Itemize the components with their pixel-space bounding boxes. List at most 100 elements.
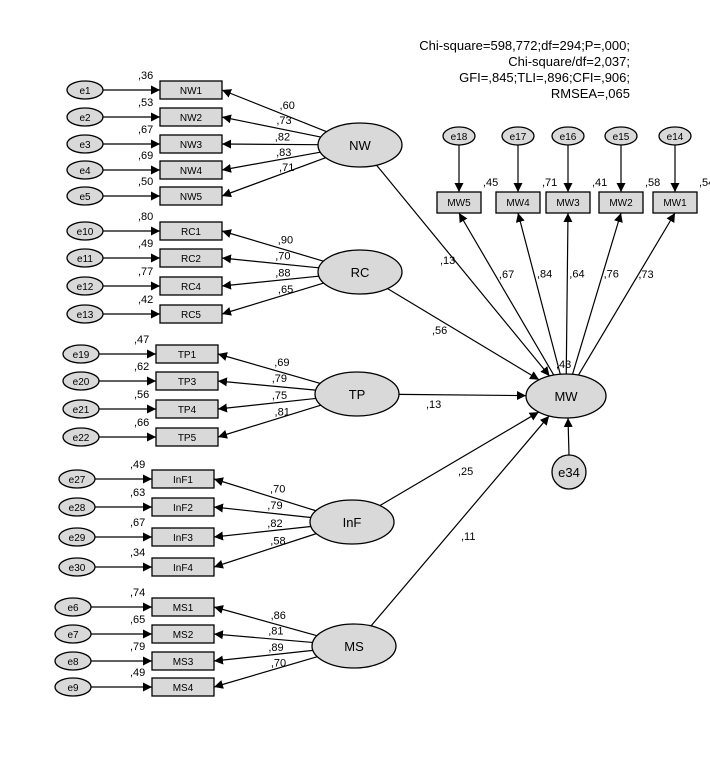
error-ellipse-tp-3 <box>62 399 100 419</box>
indicator-label-nw-5: NW5 <box>180 192 203 203</box>
loading-label-rc-3: ,88 <box>275 268 290 280</box>
indicator-box-ms-1 <box>151 597 215 617</box>
error-ellipse-nw-1 <box>66 80 104 100</box>
loading-arrow-inf-4 <box>213 533 317 569</box>
r-squared-ms-3: ,79 <box>130 641 145 653</box>
error-label-mw2: e15 <box>613 132 630 143</box>
error-ellipse-mw3 <box>551 126 585 146</box>
error-ellipse-inf-2 <box>58 497 96 517</box>
error-label-mw5: e18 <box>451 132 468 143</box>
error-label-rc-3: e12 <box>77 282 94 293</box>
error-label-nw-5: e5 <box>79 192 91 203</box>
error-label-ms-1: e6 <box>67 603 79 614</box>
indicator-box-inf-4 <box>151 557 215 577</box>
r-squared-rc-2: ,49 <box>138 238 153 250</box>
r-squared-tp-4: ,66 <box>134 417 149 429</box>
r-squared-tp-3: ,56 <box>134 389 149 401</box>
r-squared-mw2: ,58 <box>645 177 660 189</box>
indicator-box-rc-3 <box>159 276 223 296</box>
indicator-box-rc-2 <box>159 248 223 268</box>
r-squared-inf-1: ,49 <box>130 459 145 471</box>
indicator-label-nw-1: NW1 <box>180 86 203 97</box>
fit-stat-indices: GFI=,845;TLI=,896;CFI=,906; <box>459 70 630 85</box>
loading-arrow-rc-2 <box>221 254 319 269</box>
loading-label-ms-2: ,81 <box>268 626 283 638</box>
error-ellipse-tp-2 <box>62 371 100 391</box>
loading-label-rc-4: ,65 <box>278 284 293 296</box>
loading-arrow-rc-1 <box>221 229 324 262</box>
error-ellipse-mw2 <box>604 126 638 146</box>
error-ellipse-rc-1 <box>66 221 104 241</box>
error-label-mw1: e14 <box>667 132 684 143</box>
indicator-box-nw-4 <box>159 160 223 180</box>
indicator-box-nw-1 <box>159 80 223 100</box>
path-coef-inf-mw: ,25 <box>458 466 473 478</box>
loading-arrow-ms-1 <box>213 605 318 637</box>
disturbance-arrow-e34 <box>563 417 573 456</box>
loading-arrow-nw-2 <box>221 114 321 138</box>
indicator-box-mw3 <box>545 191 591 214</box>
path-arrow-nw-mw <box>376 164 551 377</box>
error-label-tp-4: e22 <box>73 433 90 444</box>
latent-label-rc: RC <box>351 265 370 280</box>
loading-arrow-mw5 <box>458 212 555 376</box>
indicator-box-rc-4 <box>159 304 223 324</box>
indicator-box-mw4 <box>495 191 541 214</box>
fit-stat-chi-square-df: Chi-square/df=2,037; <box>508 54 630 69</box>
indicator-label-rc-1: RC1 <box>181 227 201 238</box>
loading-label-nw-4: ,83 <box>276 147 291 159</box>
loading-arrow-tp-1 <box>217 352 321 384</box>
loading-label-rc-2: ,70 <box>275 250 290 262</box>
error-ellipse-ms-3 <box>54 651 92 671</box>
loading-label-ms-4: ,70 <box>271 657 286 669</box>
loading-label-tp-2: ,79 <box>272 373 287 385</box>
loading-arrow-tp-3 <box>217 397 316 413</box>
error-ellipse-ms-4 <box>54 677 92 697</box>
loading-arrow-mw3 <box>563 212 573 375</box>
indicator-box-ms-2 <box>151 624 215 644</box>
loading-label-tp-1: ,69 <box>274 357 289 369</box>
loading-arrow-nw-1 <box>221 89 327 133</box>
loading-label-inf-1: ,70 <box>270 483 285 495</box>
path-arrow-tp-mw <box>398 391 527 401</box>
path-coef-ms-mw: ,11 <box>461 531 475 543</box>
indicator-label-nw-3: NW3 <box>180 140 203 151</box>
r-squared-mw5: ,45 <box>483 177 498 189</box>
loading-label-ms-3: ,89 <box>268 642 283 654</box>
indicator-label-inf-1: InF1 <box>173 475 193 486</box>
indicator-label-nw-4: NW4 <box>180 166 203 177</box>
error-label-inf-4: e30 <box>69 563 86 574</box>
loading-arrow-rc-4 <box>221 282 324 316</box>
r-squared-nw-1: ,36 <box>138 70 153 82</box>
r-squared-ms-4: ,49 <box>130 667 145 679</box>
error-label-tp-2: e20 <box>73 377 90 388</box>
error-ellipse-nw-2 <box>66 107 104 127</box>
path-arrow-rc-mw <box>387 288 540 381</box>
indicator-label-mw5: MW5 <box>447 198 471 209</box>
r-squared-inf-2: ,63 <box>130 487 145 499</box>
loading-label-nw-3: ,82 <box>275 131 290 143</box>
indicator-label-tp-1: TP1 <box>178 350 197 361</box>
latent-tp <box>314 371 400 417</box>
path-coef-tp-mw: ,13 <box>426 399 441 411</box>
indicator-label-inf-2: InF2 <box>173 503 193 514</box>
loading-label-inf-3: ,82 <box>267 518 282 530</box>
error-ellipse-ms-2 <box>54 624 92 644</box>
error-label-rc-2: e11 <box>77 254 93 265</box>
error-label-tp-1: e19 <box>73 350 90 361</box>
error-label-nw-3: e3 <box>79 140 91 151</box>
error-ellipse-tp-1 <box>62 344 100 364</box>
loading-arrow-inf-3 <box>213 525 311 541</box>
indicator-box-mw2 <box>598 191 644 214</box>
indicator-box-inf-3 <box>151 527 215 547</box>
error-label-inf-2: e28 <box>69 503 86 514</box>
r-squared-ms-1: ,74 <box>130 587 145 599</box>
loading-arrow-inf-1 <box>213 477 317 512</box>
fit-statistics: Chi-square=598,772;df=294;P=,000; Chi-sq… <box>330 38 630 102</box>
r-squared-mw: ,43 <box>556 359 571 371</box>
fit-stat-rmsea: RMSEA=,065 <box>550 86 630 101</box>
loading-label-ms-1: ,86 <box>271 610 286 622</box>
latent-mw <box>525 373 607 419</box>
latent-label-nw: NW <box>349 138 371 153</box>
r-squared-nw-4: ,69 <box>138 150 153 162</box>
